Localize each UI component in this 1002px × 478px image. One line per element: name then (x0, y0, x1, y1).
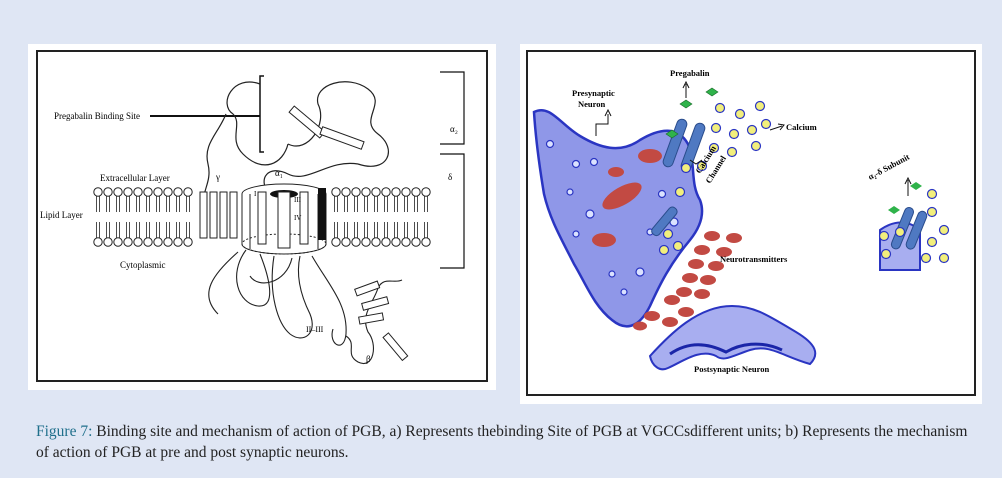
label-lipid-layer: Lipid Layer (40, 210, 83, 220)
label-pregabalin-binding-site: Pregabalin Binding Site (54, 111, 140, 121)
label-gamma: γ (215, 172, 220, 182)
label-calcium: Calcium (786, 122, 817, 132)
presynaptic-dots (545, 139, 679, 296)
alpha1-pore (241, 183, 327, 255)
label-alpha2: α₂ (450, 124, 458, 134)
neurotransmitters-released (633, 231, 742, 331)
lipid-bilayer-left (93, 187, 193, 247)
pregabalin-molecules (665, 87, 719, 139)
vgcc-diagram: Pregabalin Binding Site α₂ δ Extracellul… (40, 71, 465, 365)
synapse-diagram: Presynaptic Neuron Pregabalin Calcium (532, 68, 950, 374)
panel-b-frame (526, 50, 976, 396)
postsynaptic-neuron (648, 304, 817, 371)
label-domain-i: I (254, 190, 257, 198)
panel-a-binding-site: Pregabalin Binding Site α₂ δ Extracellul… (28, 44, 496, 390)
lipid-bilayer-right (331, 187, 431, 247)
label-loop-ii-iii: II–III (306, 325, 324, 334)
label-subunit: α₂-δ Subunit (866, 152, 911, 182)
gamma-subunit (199, 191, 238, 239)
label-presynaptic-1: Presynaptic (572, 88, 615, 98)
label-pregabalin: Pregabalin (670, 68, 710, 78)
label-presynaptic-2: Neuron (578, 99, 606, 109)
subunit-inset (878, 176, 950, 271)
caption-label: Figure 7: (36, 423, 93, 440)
label-neurotransmitters: Neurotransmitters (720, 254, 788, 264)
label-beta: β (366, 354, 371, 364)
panel-b-mechanism: Presynaptic Neuron Pregabalin Calcium (520, 44, 982, 404)
delta-anchor (318, 188, 326, 240)
calcium-ions (658, 100, 772, 256)
beta-subunit (345, 279, 409, 365)
figure-caption: Figure 7: Binding site and mechanism of … (36, 421, 976, 463)
panel-a-frame (36, 50, 488, 382)
calcium-channels (651, 118, 706, 237)
label-postsynaptic-neuron: Postsynaptic Neuron (694, 364, 769, 374)
label-cytoplasmic: Cytoplasmic (120, 260, 166, 270)
vesicles-inside (592, 149, 662, 247)
label-alpha1: α₁ (275, 168, 283, 178)
label-domain-iii: III (294, 196, 302, 204)
caption-text: Binding site and mechanism of action of … (36, 423, 968, 461)
label-delta: δ (448, 172, 452, 182)
label-domain-iv: IV (294, 214, 301, 222)
label-extracellular: Extracellular Layer (100, 173, 170, 183)
